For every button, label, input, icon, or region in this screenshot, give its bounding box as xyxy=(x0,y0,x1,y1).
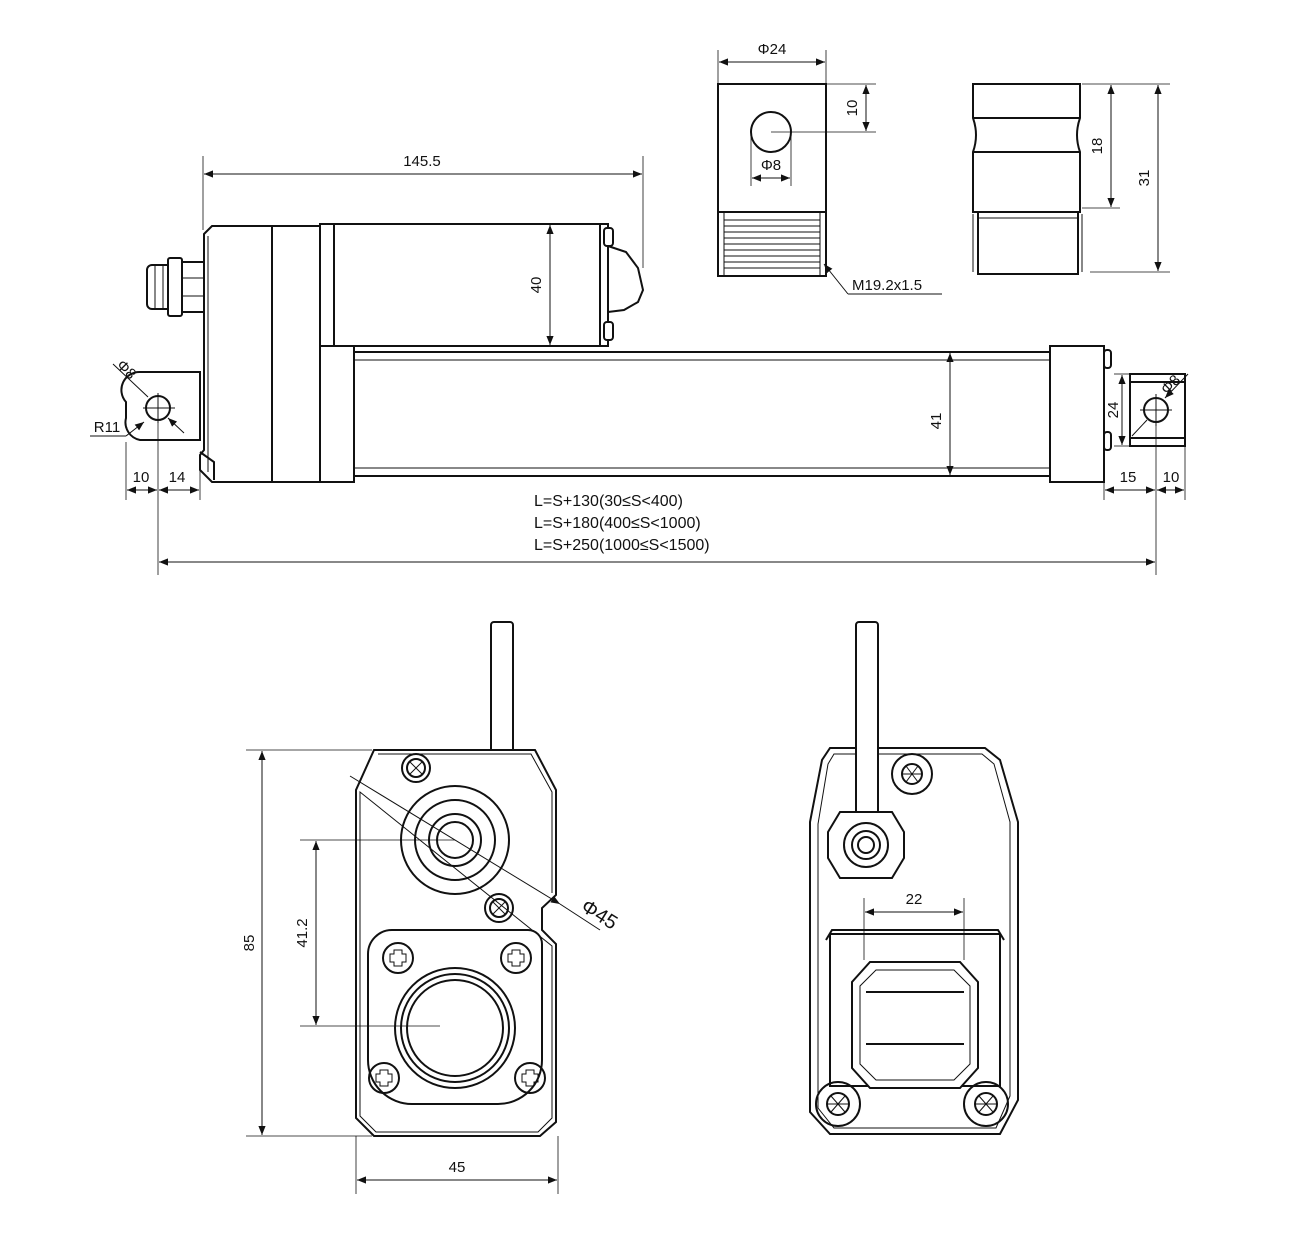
rear-radius-label: R11 xyxy=(94,419,120,436)
length-formula-3: L=S+250(1000≤S<1500) xyxy=(534,537,710,554)
end-dia-45-label: Φ45 xyxy=(577,895,621,934)
length-formula-2: L=S+180(400≤S<1000) xyxy=(534,515,701,532)
length-formula-1: L=S+130(30≤S<400) xyxy=(534,493,683,510)
gearbox-housing xyxy=(199,225,321,483)
end-width-label: 45 xyxy=(449,1159,466,1176)
front-24-label: 24 xyxy=(1105,402,1122,419)
front-10-label: 10 xyxy=(1163,469,1180,486)
rear-14-label: 14 xyxy=(169,469,186,486)
side-view: 145.5 40 41 Φ8 R11 10 14 24 Φ8 xyxy=(90,153,1189,575)
side-22-label: 22 xyxy=(906,891,923,908)
end-41-2-label: 41.2 xyxy=(294,918,311,947)
cable-gland xyxy=(146,257,205,317)
end-view: Φ45 85 41.2 45 xyxy=(241,621,621,1194)
end-height-label: 85 xyxy=(241,935,258,952)
top-screw-icon xyxy=(401,753,431,783)
outer-tube xyxy=(319,345,1112,483)
rod-end-width-label: Φ24 xyxy=(758,41,787,58)
thread-lines xyxy=(723,212,821,276)
hex-screw-icon xyxy=(815,1081,861,1127)
rod-end-detail: Φ24 10 Φ8 M19.2x1.5 xyxy=(717,41,942,295)
section-31-label: 31 xyxy=(1136,170,1153,187)
motor-height-label: 40 xyxy=(528,277,545,294)
plate-screw-icon xyxy=(368,1062,400,1094)
plate-screw-icon xyxy=(500,942,532,974)
thread-spec-label: M19.2x1.5 xyxy=(852,277,922,294)
rod-end-hole-offset-label: 10 xyxy=(844,100,861,117)
mid-screw-icon xyxy=(484,893,514,923)
hex-screw-icon xyxy=(963,1081,1009,1127)
body-length-label: 145.5 xyxy=(403,153,441,170)
gland-nut xyxy=(827,811,905,879)
front-15-label: 15 xyxy=(1120,469,1137,486)
rear-10-label: 10 xyxy=(133,469,150,486)
rod-end-hole-dia-label: Φ8 xyxy=(761,157,781,174)
section-18-label: 18 xyxy=(1089,138,1106,155)
hex-screw-icon xyxy=(891,753,933,795)
plate-screw-icon xyxy=(382,942,414,974)
motor xyxy=(319,223,645,347)
tube-height-label: 41 xyxy=(928,413,945,430)
section-detail: 18 31 xyxy=(972,83,1170,275)
side-end-view: 22 xyxy=(809,621,1019,1135)
plate-screw-icon xyxy=(514,1062,546,1094)
